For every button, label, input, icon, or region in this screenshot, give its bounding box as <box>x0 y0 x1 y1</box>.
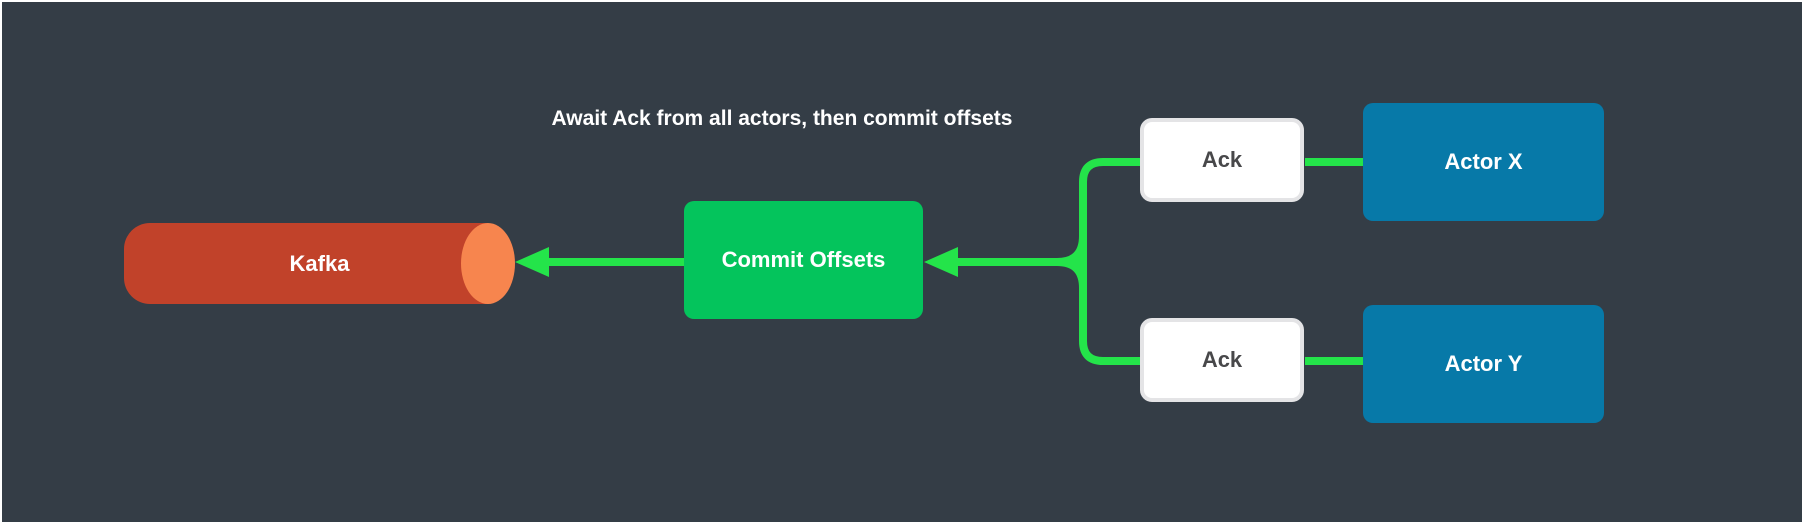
arrowhead-into-commit-icon <box>924 247 958 277</box>
edge-junction-fillet-top <box>1056 235 1087 266</box>
kafka-node[interactable]: Kafka <box>124 223 515 304</box>
actor-x-label: Actor X <box>1444 149 1523 174</box>
actor-y-node[interactable]: Actor Y <box>1363 305 1604 423</box>
ack-bottom-label: Ack <box>1201 347 1243 372</box>
ack-top-label: Ack <box>1201 147 1243 172</box>
arrowhead-into-kafka-icon <box>515 247 549 277</box>
kafka-cylinder-cap <box>461 223 515 304</box>
ack-bottom-node[interactable]: Ack <box>1140 318 1304 402</box>
edge-ack-merge-bracket <box>1079 158 1142 365</box>
ack-top-node[interactable]: Ack <box>1140 118 1304 202</box>
edge-junction-fillet-bottom <box>1056 258 1087 289</box>
commit-offsets-node[interactable]: Commit Offsets <box>684 201 923 319</box>
kafka-cylinder-body <box>124 223 488 304</box>
actor-y-label: Actor Y <box>1444 351 1523 376</box>
diagram-title: Await Ack from all actors, then commit o… <box>551 107 1013 130</box>
kafka-label: Kafka <box>289 250 350 276</box>
commit-offsets-label: Commit Offsets <box>721 247 886 272</box>
actor-x-node[interactable]: Actor X <box>1363 103 1604 221</box>
